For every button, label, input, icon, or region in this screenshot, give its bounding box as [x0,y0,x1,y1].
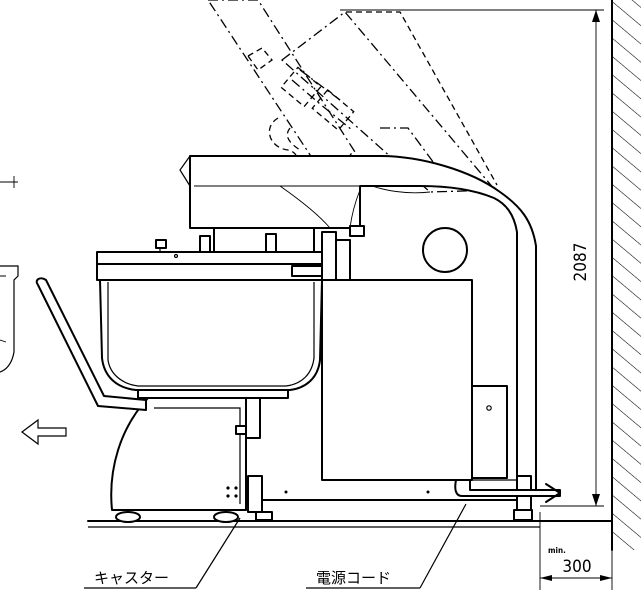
clearance-dimension: min. 300 [539,512,613,590]
height-dimension-value: 2087 [571,243,591,282]
partial-view-left [0,176,19,373]
floor-line [87,520,613,528]
caster-leader: キャスター [84,517,241,589]
casters [115,475,533,523]
vent-holes [226,486,238,498]
main-body [245,225,518,501]
inspection-window [422,227,468,273]
bowl-cover [96,233,323,281]
caster-label: キャスター [94,569,169,587]
move-direction-arrow [21,418,67,446]
wall [611,0,641,551]
power-cord-leader: 電源コード [306,503,467,589]
power-cord-label: 電源コード [316,569,391,587]
clearance-min-label: min. [548,546,566,555]
height-dimension: 2087 [340,9,604,507]
tilted-head-phantom [207,0,498,193]
mixing-bowl [99,279,323,399]
clearance-dimension-value: 300 [562,557,591,577]
power-cord [454,479,561,503]
bowl-pedestal [110,397,261,511]
bowl-handle [35,277,147,411]
